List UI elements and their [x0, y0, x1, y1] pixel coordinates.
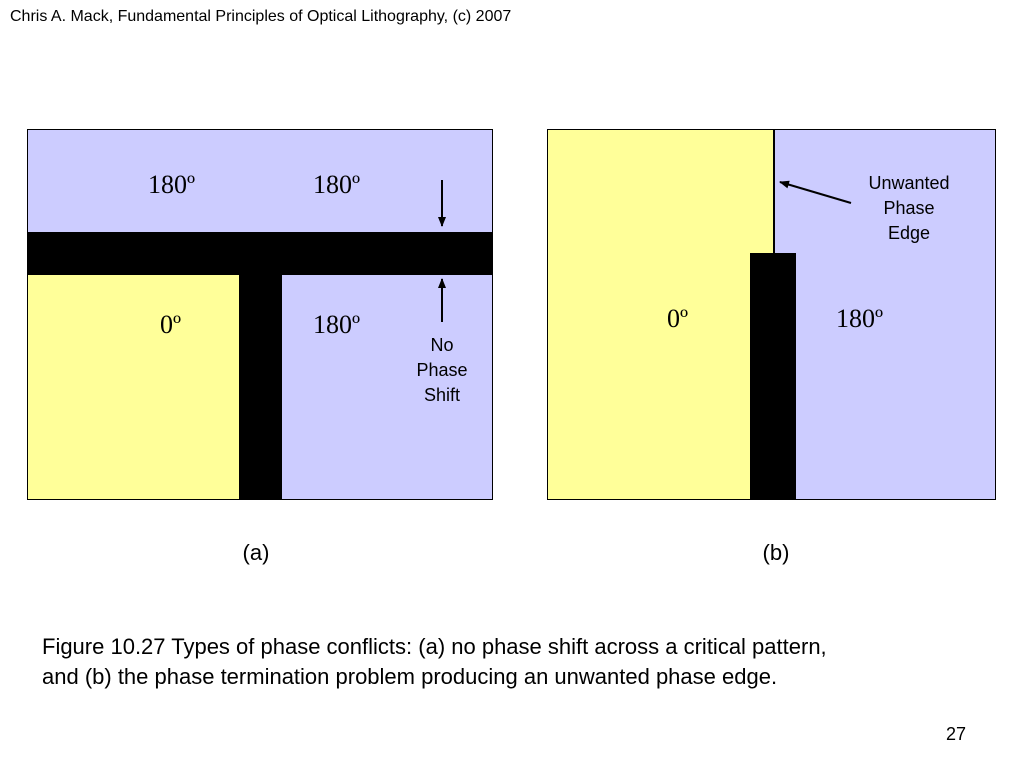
panel-b-vertical-chrome-line — [750, 253, 796, 499]
panel-a-top-right-phase-label: 180º — [313, 170, 361, 199]
page-number: 27 — [945, 724, 966, 744]
panel-b-left-phase-label: 0º — [667, 304, 689, 333]
panel-b-left-0-region — [548, 130, 774, 499]
note-line: Phase — [883, 198, 935, 218]
slide-header: Chris A. Mack, Fundamental Principles of… — [10, 8, 512, 25]
panel-a-horizontal-chrome-line — [28, 232, 492, 275]
panel-a-bottom-right-phase-label: 180º — [313, 310, 361, 339]
panel-b-phase-edge-line — [773, 130, 775, 254]
note-line: No — [430, 335, 454, 355]
figure-caption: Figure 10.27 Types of phase conflicts: (… — [42, 632, 1002, 692]
note-line: Shift — [423, 385, 461, 405]
note-line: Edge — [887, 223, 931, 243]
caption-line: Figure 10.27 Types of phase conflicts: (… — [42, 634, 827, 659]
note-line: Unwanted — [868, 173, 950, 193]
note-line: Phase — [416, 360, 468, 380]
panel-b-diagram: 0º 180º Unwanted Phase Edge — [547, 129, 996, 500]
panel-a-diagram: 180º 180º 0º 180º No Phase Shift — [27, 129, 493, 500]
panel-a-bottom-right-180-region — [282, 273, 492, 499]
panel-a-bottom-left-phase-label: 0º — [160, 310, 182, 339]
caption-line: and (b) the phase termination problem pr… — [42, 664, 778, 689]
panel-a-top-left-phase-label: 180º — [148, 170, 196, 199]
panel-a-top-180-region — [28, 130, 492, 232]
panel-b-label: (b) — [762, 540, 790, 565]
panel-a-bottom-left-0-region — [28, 273, 239, 499]
panel-a-vertical-chrome-line — [239, 273, 282, 499]
panel-a-label: (a) — [242, 540, 270, 565]
panel-a-no-phase-shift-note: No Phase Shift — [402, 333, 482, 408]
panel-b-right-phase-label: 180º — [836, 304, 884, 333]
panel-b-unwanted-phase-edge-note: Unwanted Phase Edge — [854, 171, 964, 246]
